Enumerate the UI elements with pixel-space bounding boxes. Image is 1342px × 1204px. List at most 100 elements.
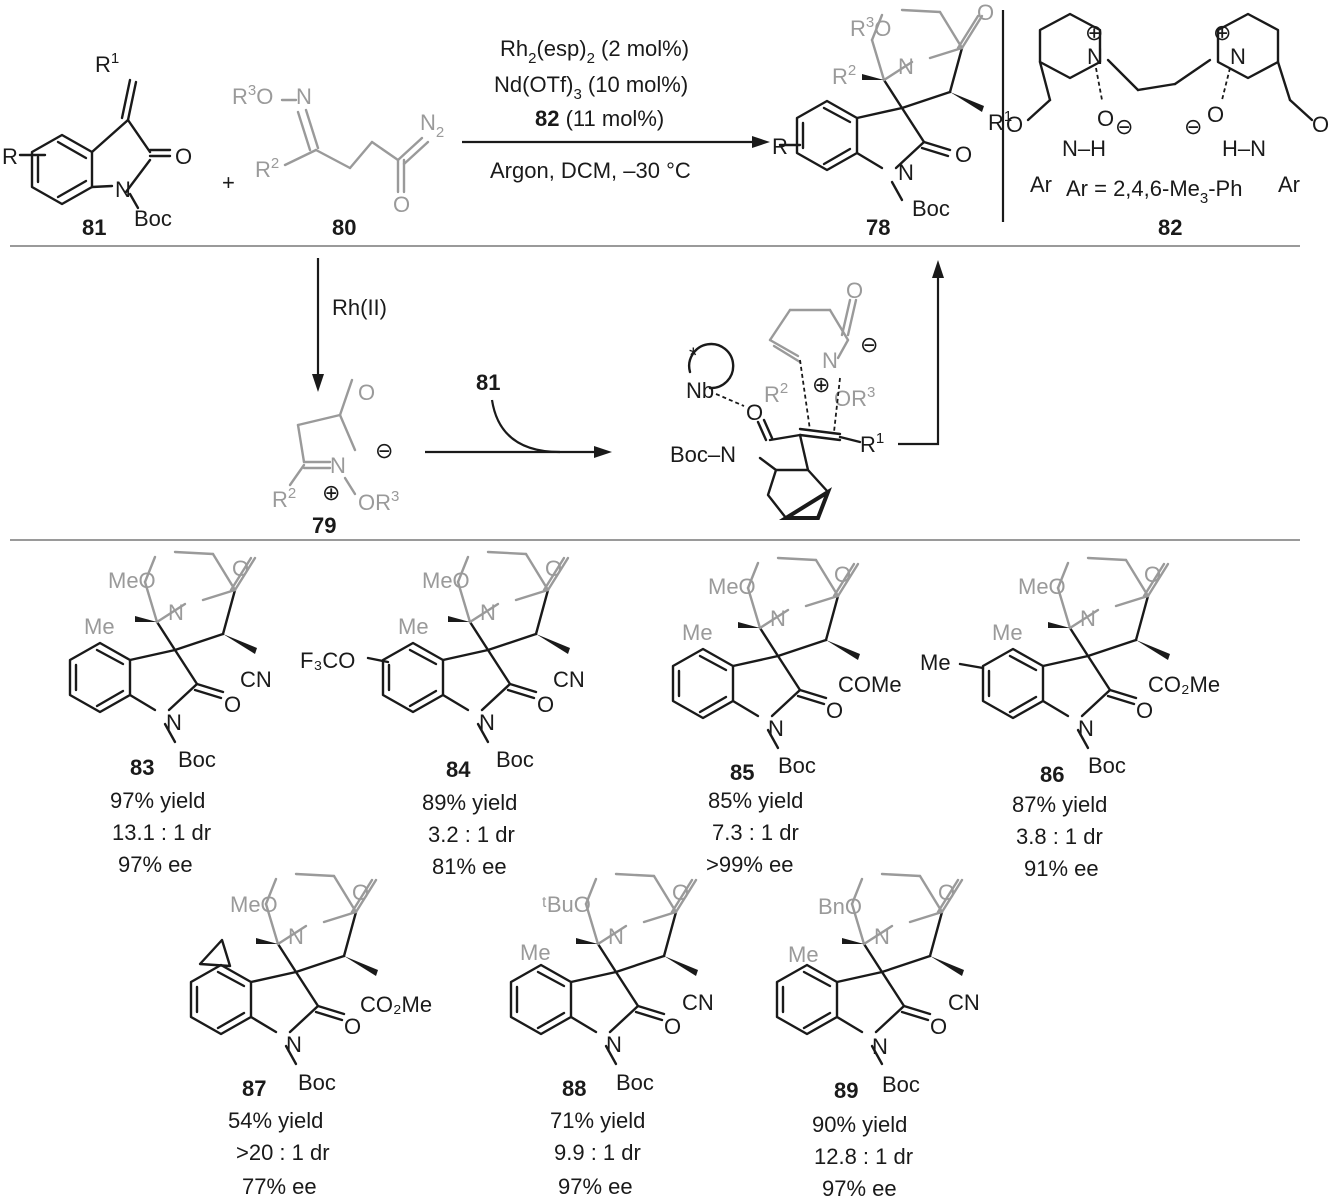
curved-arrow [490, 399, 561, 454]
subst-88: Me [520, 940, 551, 965]
label-r2: R2 [255, 155, 279, 182]
yield-89: 90% yield [812, 1112, 907, 1137]
ee-84: 81% ee [432, 854, 507, 879]
minus-right: ⊖ [1184, 114, 1202, 139]
ligand-nh: N–H [1062, 136, 1106, 161]
condition-catalyst: Rh2(esp)2 (2 mol%) [500, 36, 689, 67]
ewg-86: CO₂Me [1148, 672, 1220, 697]
ee-88: 97% ee [558, 1174, 633, 1199]
n2-87: N [286, 1032, 302, 1057]
label-r: R [772, 134, 788, 159]
oxo-85: O [826, 698, 843, 723]
alkoxy-83: MeO [108, 568, 156, 593]
oxo-86: O [1136, 698, 1153, 723]
ligand-co-right: O [1312, 112, 1329, 137]
n-87: N [288, 924, 304, 949]
label-boc: Boc [912, 196, 950, 221]
label-o: O [358, 380, 375, 405]
compound-label-82: 82 [1158, 215, 1182, 240]
alkoxy-87: MeO [230, 892, 278, 917]
yield-88: 71% yield [550, 1108, 645, 1133]
n-88: N [608, 924, 624, 949]
example-84: F₃CO MeO N O Me CN O N Boc 84 89% yield … [300, 550, 585, 879]
alkoxy-84: MeO [422, 568, 470, 593]
label-n: N [330, 453, 346, 478]
intermediate-79: O N ⊖ ⊕ R2 OR3 79 [272, 378, 399, 538]
chiral-star: * [689, 343, 698, 368]
label-n: N [898, 54, 914, 79]
label-r3o: R3O [232, 82, 273, 109]
ligand-hn: H–N [1222, 136, 1266, 161]
boc-89: Boc [882, 1072, 920, 1097]
compound-label-84: 84 [446, 757, 471, 782]
boc-85: Boc [778, 753, 816, 778]
yield-83: 97% yield [110, 788, 205, 813]
compound-label-87: 87 [242, 1076, 266, 1101]
label-r1: R1 [95, 50, 119, 77]
oxo-84: O [537, 692, 554, 717]
label-boc: Boc [134, 206, 172, 231]
label-n2: N2 [420, 110, 444, 141]
ee-86: 91% ee [1024, 856, 1099, 881]
plus-left: ⊕ [1085, 20, 1103, 45]
alkoxy-88: ᵗBuO [542, 892, 591, 917]
o-84: O [545, 556, 562, 581]
dr-87: >20 : 1 dr [236, 1140, 330, 1165]
label-or3: OR3 [358, 488, 399, 515]
compound-label-88: 88 [562, 1076, 586, 1101]
plus-79: ⊕ [322, 480, 340, 505]
aryl-84: F₃CO [300, 648, 355, 673]
n2-83: N [166, 710, 182, 735]
n2-88: N [606, 1032, 622, 1057]
ligand-ar-right: Ar [1278, 172, 1300, 197]
ligand-o-left: O [1097, 106, 1114, 131]
label-o-top: O [846, 278, 863, 303]
rh-step-label: Rh(II) [332, 295, 387, 320]
label-n: N [296, 84, 312, 109]
dr-83: 13.1 : 1 dr [112, 820, 211, 845]
cyclopropyl-ring [198, 938, 232, 968]
label-r2: R2 [764, 380, 788, 407]
ewg-84: CN [553, 667, 585, 692]
n-85: N [770, 606, 786, 631]
plus-right: ⊕ [1213, 20, 1231, 45]
label-o: O [175, 144, 192, 169]
alkoxy-85: MeO [708, 574, 756, 599]
condition-lewis-acid: Nd(OTf)3 (10 mol%) [494, 72, 688, 103]
alkoxy-89: BnO [818, 894, 862, 919]
ee-85: >99% ee [706, 852, 793, 877]
boc-84: Boc [496, 747, 534, 772]
boc-83: Boc [178, 747, 216, 772]
ewg-87: CO₂Me [360, 992, 432, 1017]
ee-87: 77% ee [242, 1174, 317, 1199]
yield-87: 54% yield [228, 1108, 323, 1133]
compound-78: R R3O N O R2 R1 O N Boc 78 [772, 0, 1012, 240]
label-n: N [115, 177, 131, 202]
n2-84: N [479, 710, 495, 735]
ligand-82: N N ⊕ ⊕ O O ⊖ ⊖ O O N–H H–N Ar Ar Ar = 2… [1006, 12, 1329, 240]
o-85: O [834, 562, 851, 587]
compound-label-78: 78 [866, 215, 890, 240]
label-r1: R1 [988, 108, 1012, 135]
aryl-86: Me [920, 650, 951, 675]
compound-label-79: 79 [312, 513, 336, 538]
ee-89: 97% ee [822, 1176, 897, 1201]
ligand-o-right: O [1207, 102, 1224, 127]
dr-88: 9.9 : 1 dr [554, 1140, 641, 1165]
label-o: O [746, 400, 763, 425]
o-86: O [1144, 562, 1161, 587]
n-86: N [1080, 606, 1096, 631]
compound-label-89: 89 [834, 1078, 858, 1103]
label-n2: N [898, 160, 914, 185]
minus-79: ⊖ [375, 438, 393, 463]
n2-89: N [872, 1034, 888, 1059]
compound-label-81: 81 [82, 215, 106, 240]
example-83: MeO N O Me CN O N Boc 83 97% yield 13.1 … [68, 550, 272, 877]
transition-state: * Nb O Boc–N R1 O N ⊖ ⊕ R2 OR3 [670, 278, 884, 520]
example-87: MeO N O CO₂Me O N Boc 87 54% yield >20 :… [189, 872, 432, 1199]
subst-86: Me [992, 620, 1023, 645]
dr-86: 3.8 : 1 dr [1016, 824, 1103, 849]
example-85: MeO N O Me COMe O N Boc 85 85% yield 7.3… [671, 556, 902, 877]
compound-label-86: 86 [1040, 762, 1064, 787]
